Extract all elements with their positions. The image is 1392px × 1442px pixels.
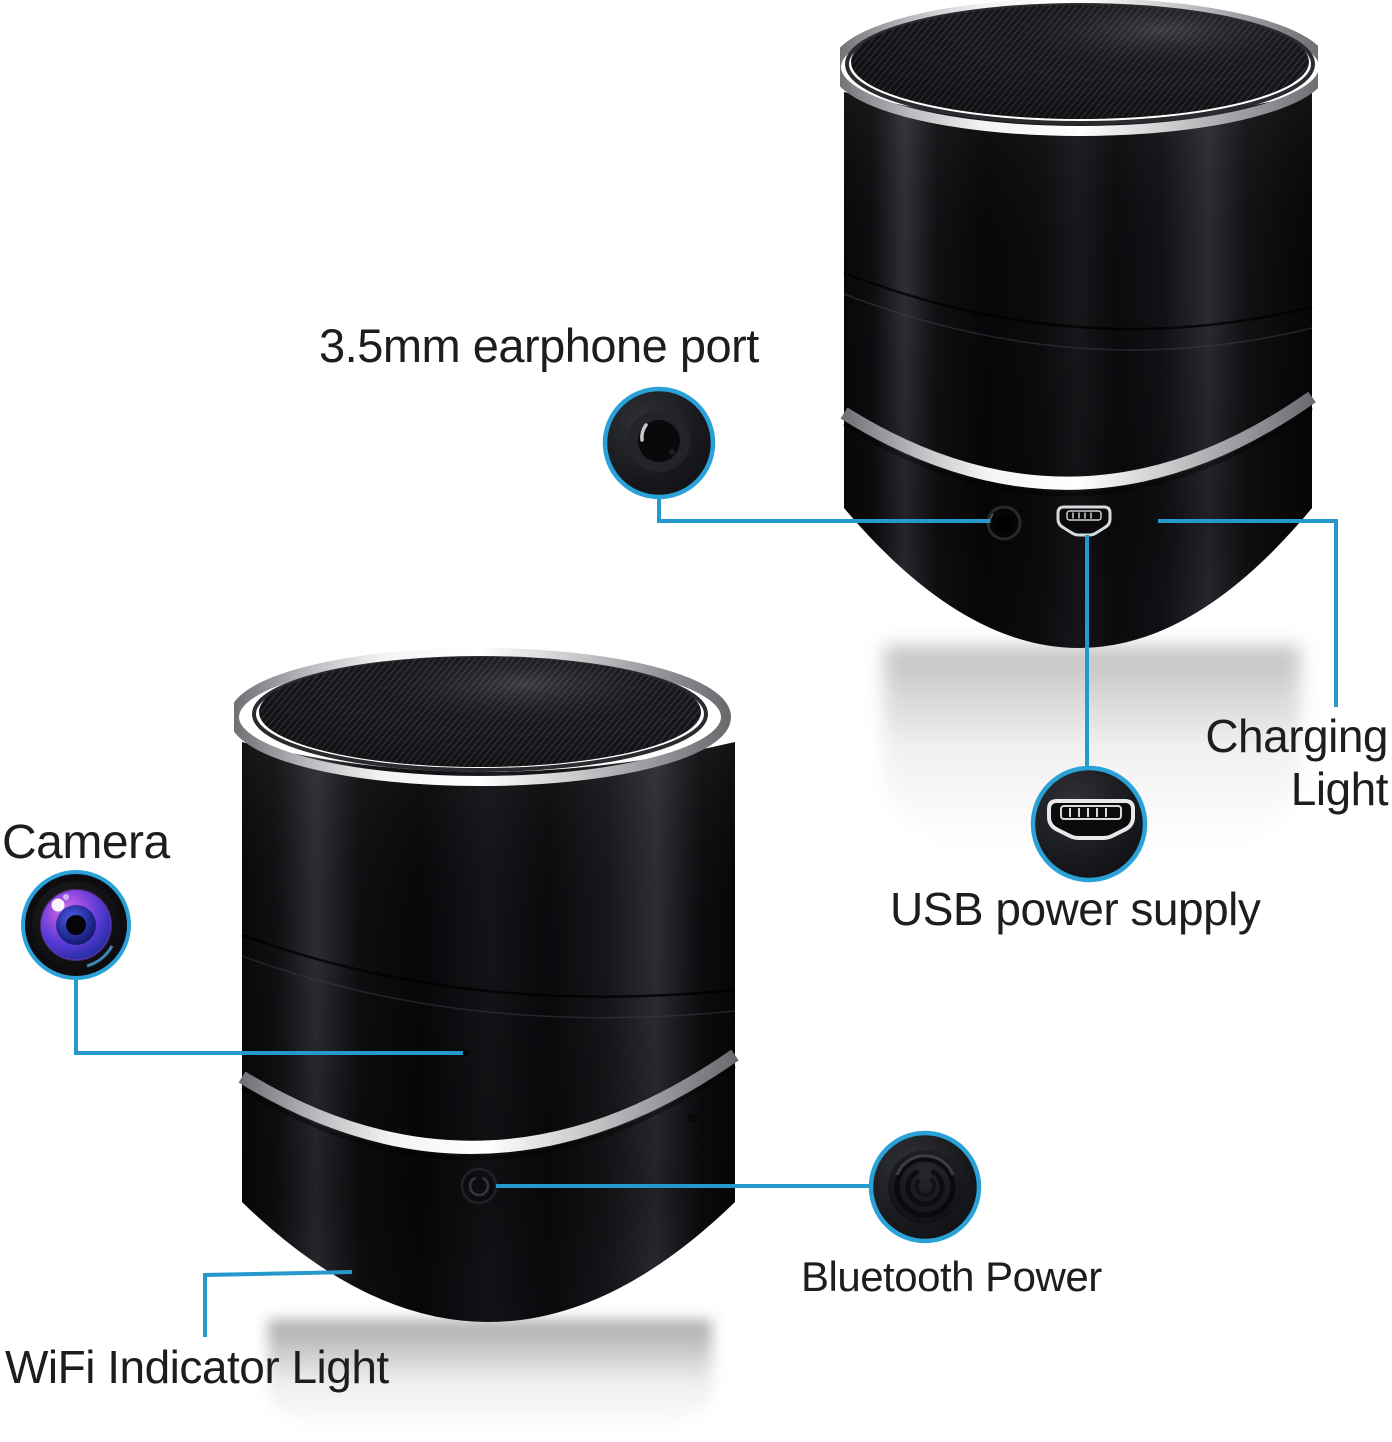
- label-camera: Camera: [2, 816, 170, 869]
- front-speaker-silver-ring: [238, 1049, 739, 1154]
- bluetooth-power-callout: [868, 1130, 982, 1244]
- camera-callout: [21, 870, 131, 980]
- label-usb-power-supply: USB power supply: [890, 883, 1261, 935]
- front-speaker-photo: [234, 648, 739, 1322]
- label-charging-light-line2: Light: [1290, 763, 1389, 815]
- audio-jack-socket-icon: [628, 410, 690, 472]
- label-charging-light-line1: Charging: [1205, 710, 1388, 762]
- earphone-port: [986, 505, 1022, 541]
- earphone-jack-callout: [602, 386, 716, 500]
- wifi-indicator-hole: [687, 1113, 697, 1123]
- label-earphone-port: 3.5mm earphone port: [319, 319, 759, 372]
- rear-speaker-seam: [843, 271, 1313, 331]
- rear-speaker-photo: [840, 0, 1318, 648]
- label-bluetooth-power: Bluetooth Power: [801, 1253, 1102, 1300]
- usb-port: [1056, 505, 1112, 537]
- label-wifi-indicator-light: WiFi Indicator Light: [5, 1341, 389, 1393]
- mini-usb-connector-icon: [1047, 799, 1135, 840]
- hidden-camera-pinhole: [463, 1050, 469, 1056]
- front-speaker-chrome-rim: [234, 648, 731, 786]
- bluetooth-power-button: [460, 1167, 498, 1205]
- rear-speaker-silver-ring: [840, 391, 1316, 490]
- camera-lens-icon: [32, 881, 120, 969]
- front-speaker-seam: [241, 933, 736, 998]
- label-charging-light: Charging Light: [1205, 710, 1388, 816]
- usb-callout: [1030, 765, 1148, 883]
- power-button-icon: [888, 1150, 962, 1224]
